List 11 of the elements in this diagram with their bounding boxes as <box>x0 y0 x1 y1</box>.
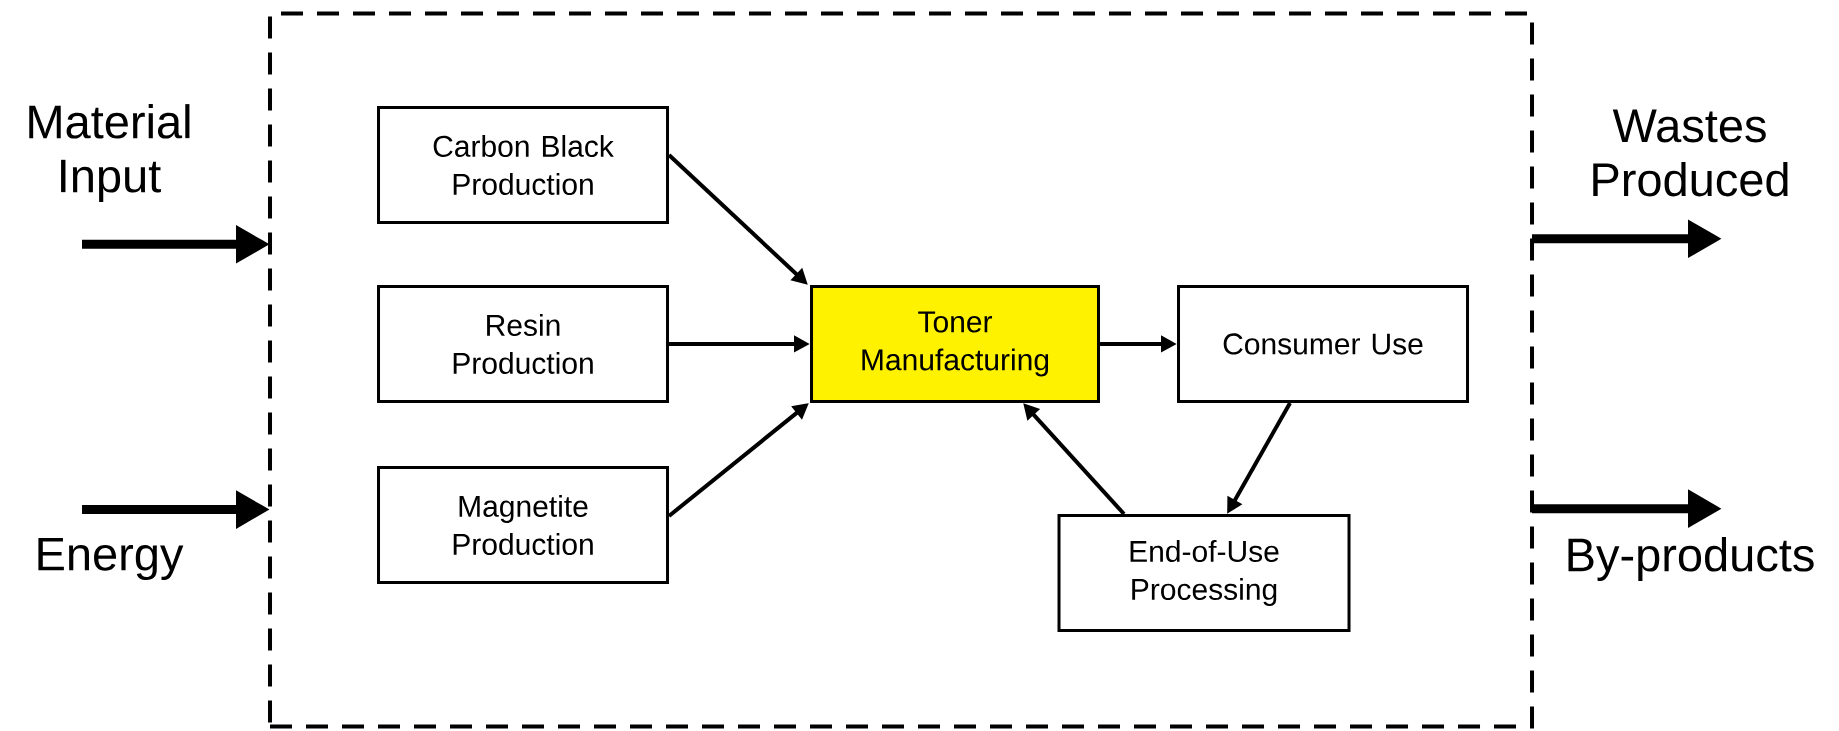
process-box: Resin Production <box>377 285 669 403</box>
flow-label: Energy <box>38 537 184 581</box>
flow-label: Wastes Produced <box>1593 109 1788 197</box>
system-boundary <box>268 11 1534 729</box>
flow-label: By-products <box>1568 537 1814 581</box>
flow-label: Material Input <box>29 104 190 202</box>
process-box: Toner Manufacturing <box>810 285 1100 403</box>
process-box: Carbon Black Production <box>377 106 669 224</box>
process-box: End-of-Use Processing <box>1057 514 1351 632</box>
process-box: Magnetite Production <box>377 466 669 584</box>
process-box: Consumer Use <box>1177 285 1469 403</box>
